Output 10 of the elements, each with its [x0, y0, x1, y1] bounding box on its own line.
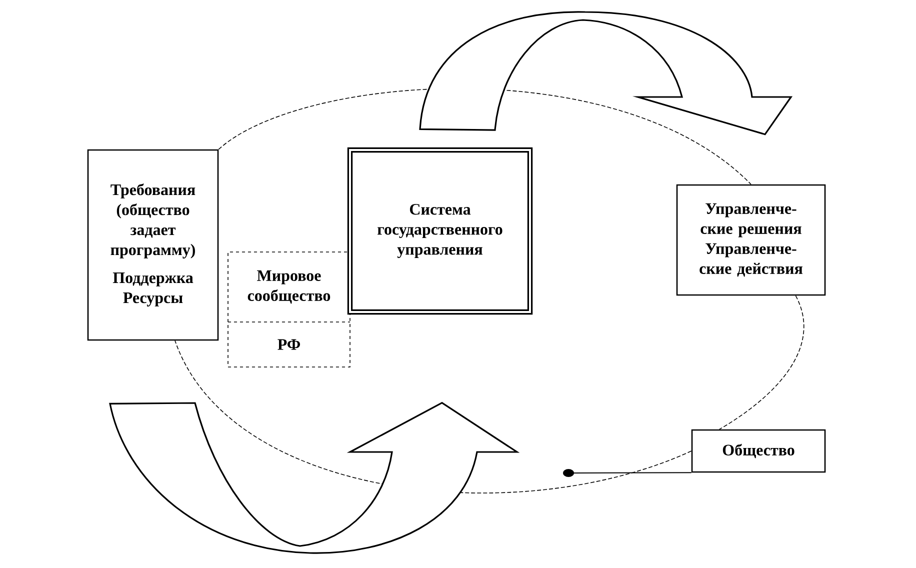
dashed-curve	[718, 295, 804, 430]
text-box: Общество	[691, 429, 826, 473]
system-box: Система государственного управления	[347, 147, 533, 315]
split-box: Мировое сообщество РФ	[228, 252, 350, 368]
text-box: Требования (общество задает программу) Поддержка Ресурсы	[87, 149, 219, 341]
text-box: Управленче- ские решения Управленче- ские действия	[676, 184, 826, 296]
block-arrow	[109, 402, 518, 554]
dashed-curve	[174, 340, 692, 494]
connector-line	[563, 469, 692, 477]
block-arrow	[419, 11, 792, 136]
